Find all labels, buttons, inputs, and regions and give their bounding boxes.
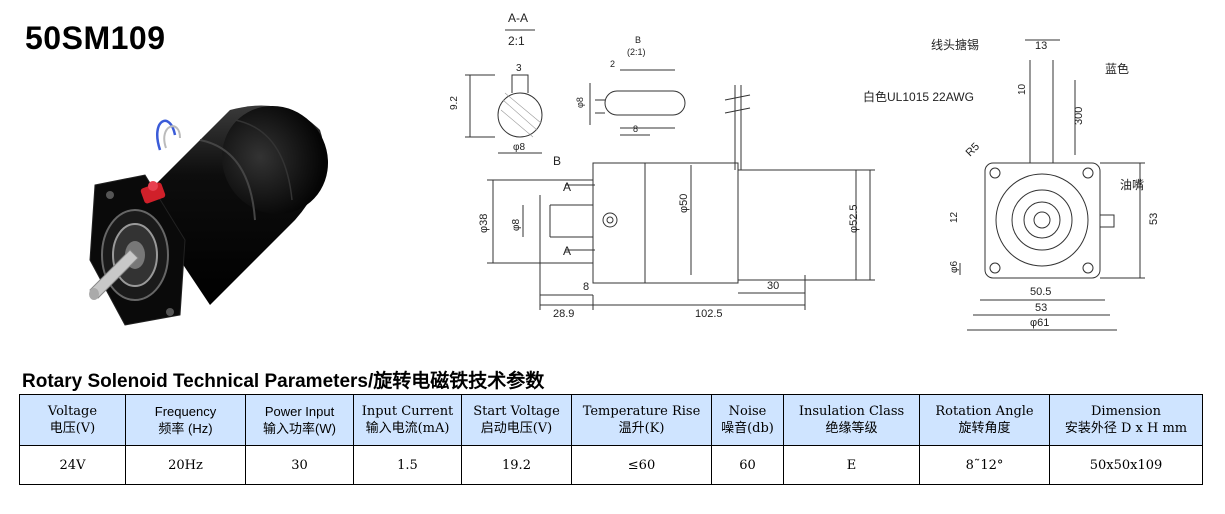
svg-text:30: 30 — [767, 280, 779, 292]
svg-text:φ50: φ50 — [678, 194, 690, 213]
svg-text:53: 53 — [1035, 302, 1047, 314]
value-noise: 60 — [711, 445, 784, 485]
section-aa-label: A-A — [508, 11, 528, 25]
svg-text:φ38: φ38 — [478, 214, 490, 233]
svg-text:3: 3 — [516, 63, 522, 74]
value-insulation-class: E — [783, 445, 920, 485]
svg-text:φ52.5: φ52.5 — [848, 204, 860, 233]
svg-text:油嘴: 油嘴 — [1120, 178, 1144, 192]
technical-drawing: A-A 2:1 3 9.2 φ8 B (2:1) 2 φ8 8 B A A φ3… — [449, 11, 1160, 331]
value-input-current: 1.5 — [353, 445, 462, 485]
svg-text:φ8: φ8 — [513, 142, 525, 153]
svg-text:300: 300 — [1073, 107, 1085, 125]
svg-text:φ61: φ61 — [1030, 317, 1049, 329]
table-row: 24V 20Hz 30 1.5 19.2 ≤60 60 E 8˜12° 50x5… — [19, 445, 1203, 485]
svg-text:φ6: φ6 — [949, 261, 960, 273]
svg-text:A: A — [563, 244, 571, 258]
value-frequency: 20Hz — [125, 445, 246, 485]
value-temperature-rise: ≤60 — [571, 445, 712, 485]
value-start-voltage: 19.2 — [461, 445, 572, 485]
solenoid-product-photo — [89, 105, 329, 326]
svg-text:53: 53 — [1148, 213, 1160, 225]
svg-text:12: 12 — [949, 211, 960, 223]
svg-text:10: 10 — [1017, 83, 1028, 95]
svg-text:蓝色: 蓝色 — [1105, 62, 1129, 76]
detail-b-label: B — [635, 35, 641, 45]
svg-text:线头搪锡: 线头搪锡 — [931, 37, 979, 52]
value-dimension: 50x50x109 — [1049, 445, 1203, 485]
svg-text:B: B — [553, 154, 561, 168]
section-aa-scale: 2:1 — [508, 34, 525, 48]
svg-text:8: 8 — [633, 124, 638, 134]
svg-text:13: 13 — [1035, 40, 1047, 52]
svg-text:102.5: 102.5 — [695, 308, 723, 320]
svg-text:28.9: 28.9 — [553, 308, 574, 320]
svg-text:2: 2 — [610, 59, 615, 69]
value-rotation-angle: 8˜12° — [919, 445, 1050, 485]
value-voltage: 24V — [19, 445, 126, 485]
value-power-input: 30 — [245, 445, 354, 485]
svg-text:φ8: φ8 — [511, 219, 522, 231]
model-title: 50SM109 — [25, 20, 166, 56]
section-title: Rotary Solenoid Technical Parameters/旋转电… — [22, 371, 545, 392]
svg-text:8: 8 — [583, 281, 589, 293]
svg-text:R5: R5 — [964, 141, 982, 159]
svg-text:A: A — [563, 180, 571, 194]
svg-text:9.2: 9.2 — [449, 96, 460, 110]
svg-text:白色UL1015 22AWG: 白色UL1015 22AWG — [863, 89, 974, 104]
svg-text:φ8: φ8 — [575, 97, 585, 108]
svg-text:50.5: 50.5 — [1030, 286, 1051, 298]
detail-b-scale: (2:1) — [627, 47, 646, 57]
